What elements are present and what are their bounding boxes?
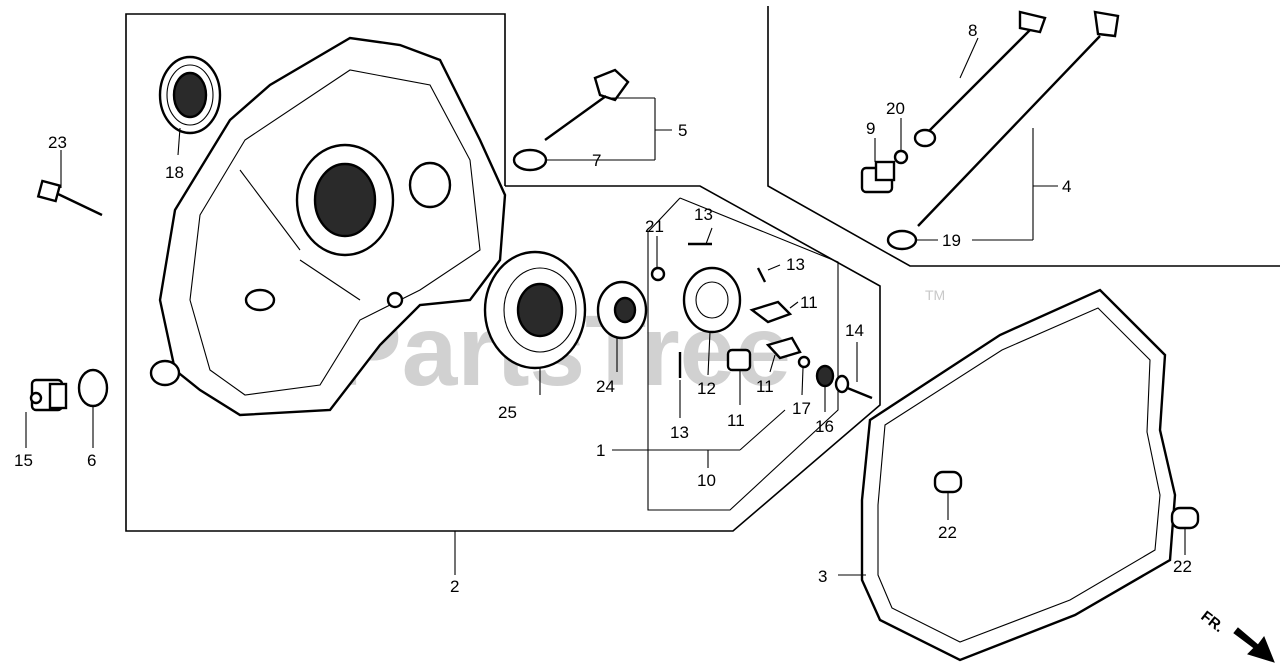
callout-11-right: 11 (756, 377, 774, 396)
washer-6 (77, 368, 109, 408)
callout-15: 15 (14, 451, 33, 470)
callout-24: 24 (596, 377, 615, 396)
callout-17: 17 (792, 399, 811, 418)
gasket-3 (860, 288, 1177, 662)
plug-9 (860, 160, 896, 194)
callout-9: 9 (866, 119, 875, 138)
callout-21: 21 (645, 217, 664, 236)
oil-level-gauge-4 (917, 10, 1120, 227)
washer-20 (893, 149, 909, 165)
oil-filler-cap-5 (544, 68, 630, 141)
callout-7: 7 (592, 151, 601, 170)
callout-5: 5 (678, 121, 687, 140)
callout-6: 6 (87, 451, 96, 470)
callout-19: 19 (942, 231, 961, 250)
callout-12: 12 (697, 379, 716, 398)
washer-21 (650, 266, 666, 282)
washer-16 (815, 364, 835, 388)
callout-10: 10 (697, 471, 716, 490)
callout-3: 3 (818, 567, 827, 586)
dipstick-frame-4 (767, 6, 1280, 267)
dowel-pin-22-right (1170, 506, 1200, 530)
dowel-pin-22-left (933, 470, 963, 494)
ball-bearing-25 (483, 250, 587, 370)
pump-rotor-11 (726, 348, 752, 372)
callout-13-top: 13 (694, 205, 713, 224)
front-label: FR. (1198, 608, 1228, 636)
callout-11-lower: 11 (727, 411, 745, 430)
o-ring-7 (512, 148, 548, 172)
front-arrow-icon (1233, 627, 1275, 663)
shaft-14 (834, 374, 873, 400)
callout-25: 25 (498, 403, 517, 422)
pin-13-mid (756, 267, 767, 283)
callout-22-right: 22 (1173, 557, 1192, 576)
callout-11-upper: 11 (800, 293, 818, 312)
leader-lines (25, 37, 1186, 576)
spring-11-upper (749, 300, 793, 324)
assembly-frame-2 (125, 13, 881, 532)
callout-2: 2 (450, 577, 459, 596)
callout-22-left: 22 (938, 523, 957, 542)
callout-8: 8 (968, 21, 977, 40)
oil-filler-tube-8 (913, 10, 1047, 148)
callout-4: 4 (1062, 177, 1071, 196)
callout-labels: 23 18 15 6 5 7 8 9 20 4 19 21 13 13 11 1… (14, 21, 1192, 596)
clip-17 (797, 355, 811, 369)
drain-plug-15 (29, 378, 68, 412)
flange-bolt-23 (36, 179, 103, 217)
ball-bearing-24 (596, 280, 648, 340)
callout-13-mid: 13 (786, 255, 805, 274)
watermark-trademark: TM (925, 287, 945, 303)
callout-16: 16 (815, 417, 834, 436)
oil-pump-gear-12 (682, 266, 742, 334)
callout-23: 23 (48, 133, 67, 152)
oil-pump-frame-10 (647, 197, 839, 511)
crankcase-cover (149, 36, 507, 417)
callout-18: 18 (165, 163, 184, 182)
spring-11-lower (765, 336, 802, 360)
callout-14: 14 (845, 321, 864, 340)
o-ring-19 (886, 229, 918, 251)
front-direction-indicator: FR. (1198, 608, 1275, 663)
callout-20: 20 (886, 99, 905, 118)
oil-seal-18 (158, 55, 222, 135)
callout-1: 1 (596, 441, 605, 460)
callout-13-left: 13 (670, 423, 689, 442)
